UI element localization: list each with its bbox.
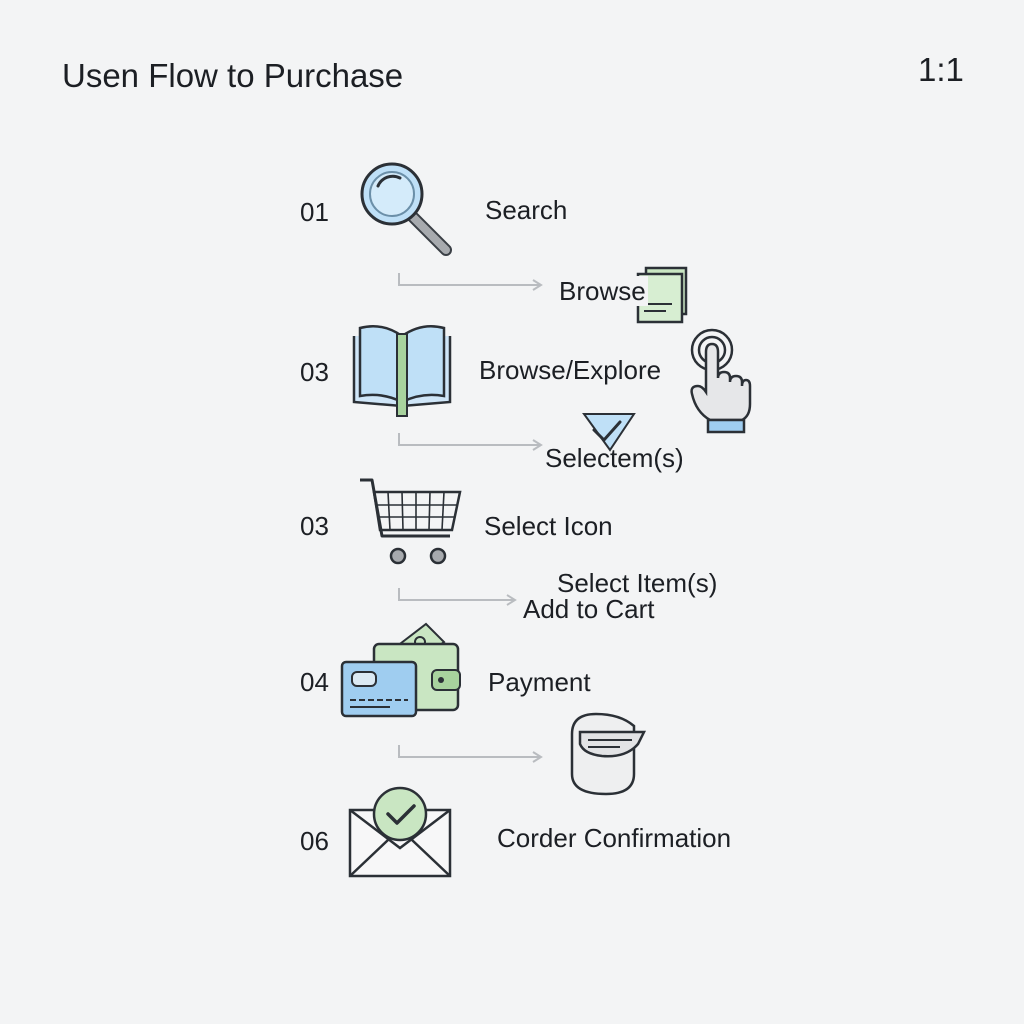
step-number-01: 01 (300, 197, 329, 227)
step-label-select-items-2: Select Item(s) (557, 568, 718, 598)
check-badge-icon (582, 413, 636, 452)
chat-bubble-icon (570, 712, 647, 796)
tap-hand-icon (690, 328, 752, 434)
wallet-card-icon (340, 622, 461, 718)
step-label-order-confirmation: Corder Confirmation (497, 823, 732, 853)
step-number-04: 04 (300, 667, 329, 697)
flow-arrow-2 (398, 433, 543, 451)
step-number-03a: 03 (300, 357, 329, 387)
step-number-06: 06 (300, 826, 329, 856)
step-label-browse-explore: Browse/Explore (479, 355, 662, 385)
step-label-add-to-cart: Add to Cart (523, 594, 655, 624)
page-title: Usen Flow to Purchase (62, 57, 404, 94)
step-number-03b: 03 (300, 511, 329, 541)
magnifier-icon (360, 162, 452, 256)
flow-arrow-4 (398, 745, 543, 763)
flow-arrow-3 (398, 588, 517, 606)
step-label-search: Search (485, 195, 568, 225)
flow-arrow-1 (398, 273, 543, 291)
step-label-browse: Browse (557, 276, 648, 306)
step-label-payment: Payment (488, 667, 591, 697)
step-label-select-icon: Select Icon (484, 511, 613, 541)
aspect-ratio-label: 1:1 (918, 51, 964, 88)
shopping-cart-icon (360, 478, 462, 565)
open-book-icon (352, 325, 452, 417)
envelope-check-icon (348, 786, 452, 878)
step-label-select-items: Selectem(s) (545, 443, 684, 473)
